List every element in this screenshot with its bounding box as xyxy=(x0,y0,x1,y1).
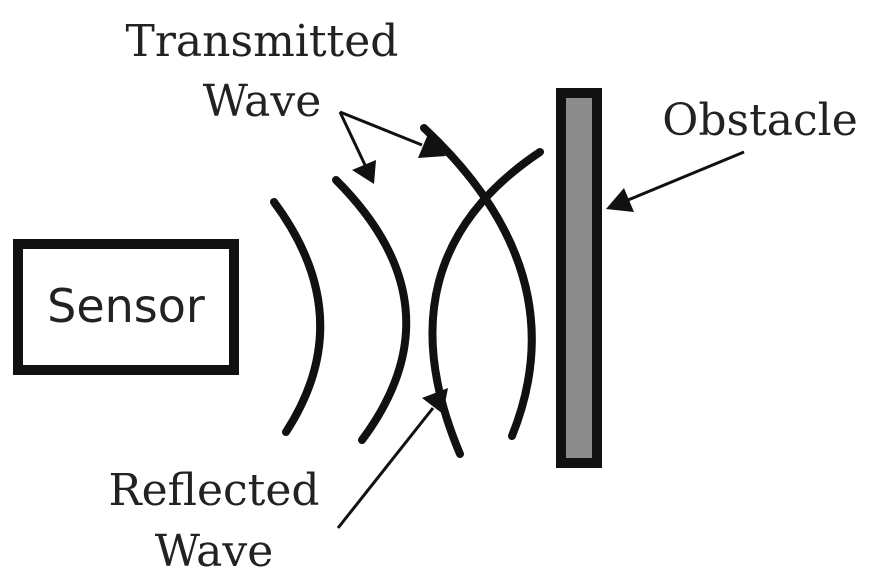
transmitted-pointer-line-2 xyxy=(339,110,423,147)
transmitted-wave-arc-1 xyxy=(270,198,325,436)
reflected-label-line2: Wave xyxy=(155,526,274,577)
reflected-pointer-arrow xyxy=(336,388,448,529)
transmitted-wave-arc-3 xyxy=(420,124,536,440)
transmitted-pointer-line-1 xyxy=(338,111,367,166)
transmitted-arrowhead-1 xyxy=(352,160,376,184)
sensor-label: Sensor xyxy=(47,279,205,333)
obstacle-pointer-arrow xyxy=(606,150,745,212)
reflected-label-line1: Reflected xyxy=(108,465,319,516)
transmitted-pointer-arrows xyxy=(338,110,446,184)
sensor-box: Sensor xyxy=(13,239,239,375)
transmitted-label-line2: Wave xyxy=(203,76,322,127)
reflected-wave-label: Reflected Wave xyxy=(108,465,319,577)
transmitted-arrowhead-2 xyxy=(418,134,446,158)
transmitted-wave-arc-2 xyxy=(332,176,411,444)
obstacle-fill xyxy=(566,98,592,458)
transmitted-wave-label: Transmitted Wave xyxy=(126,16,399,127)
obstacle-pointer-line xyxy=(627,150,745,202)
reflected-pointer-line xyxy=(336,407,435,529)
reflected-arrowhead xyxy=(422,388,448,414)
obstacle xyxy=(556,88,602,468)
obstacle-label: Obstacle xyxy=(662,95,858,146)
transmitted-label-line1: Transmitted xyxy=(126,16,399,67)
sensor-box-outline xyxy=(13,239,239,375)
obstacle-arrowhead xyxy=(606,188,634,212)
